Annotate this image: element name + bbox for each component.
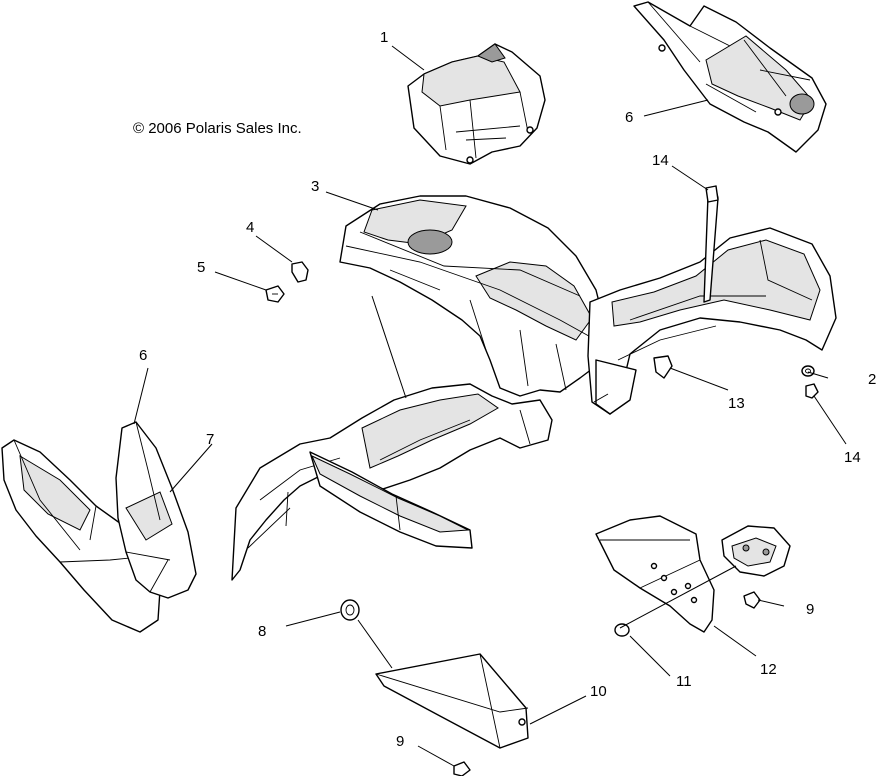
callout-11: 11 <box>676 673 692 690</box>
part-5-rivet <box>265 285 285 303</box>
copyright-text: © 2006 Polaris Sales Inc. <box>133 120 302 137</box>
callout-9-bottom: 9 <box>396 733 404 750</box>
leader-lines <box>133 45 847 767</box>
callout-14-right: 14 <box>844 449 861 466</box>
part-12-relay-bracket <box>721 525 791 577</box>
callout-14-top: 14 <box>652 152 669 169</box>
part-10-cover <box>375 653 529 749</box>
part-2-nut <box>801 365 815 377</box>
part-6-top-panel <box>633 1 827 153</box>
part-8-grommet <box>340 599 360 621</box>
part-13-grommet <box>653 355 673 379</box>
rear-fender-body <box>587 189 837 415</box>
callout-8: 8 <box>258 623 266 640</box>
callout-6-left: 6 <box>139 347 147 364</box>
part-1-console <box>407 43 546 165</box>
callouts: 1 6 14 3 4 5 2 13 14 6 7 9 8 11 12 10 9 <box>139 29 876 750</box>
part-12-heat-shield <box>595 515 715 633</box>
part-7-side-cover <box>115 421 197 599</box>
callout-12: 12 <box>760 661 777 678</box>
callout-3: 3 <box>311 178 319 195</box>
callout-10: 10 <box>590 683 607 700</box>
callout-5: 5 <box>197 259 205 276</box>
part-14-bolt-top <box>705 185 719 203</box>
part-4-clip <box>291 261 309 283</box>
part-9-rivet-right <box>743 591 761 609</box>
callout-6-top: 6 <box>625 109 633 126</box>
part-3-front-body <box>339 195 607 397</box>
callout-1: 1 <box>380 29 388 46</box>
callout-7: 7 <box>206 431 214 448</box>
part-14-bolt-lower <box>805 383 819 399</box>
callout-4: 4 <box>246 219 254 236</box>
part-6-left-panel <box>1 439 161 633</box>
front-fender-crossmember <box>231 383 553 581</box>
callout-9-right: 9 <box>806 601 814 618</box>
part-11-nut <box>614 623 630 637</box>
callout-2: 2 <box>868 371 876 388</box>
part-9-rivet-bottom <box>453 761 471 776</box>
callout-13: 13 <box>728 395 745 412</box>
